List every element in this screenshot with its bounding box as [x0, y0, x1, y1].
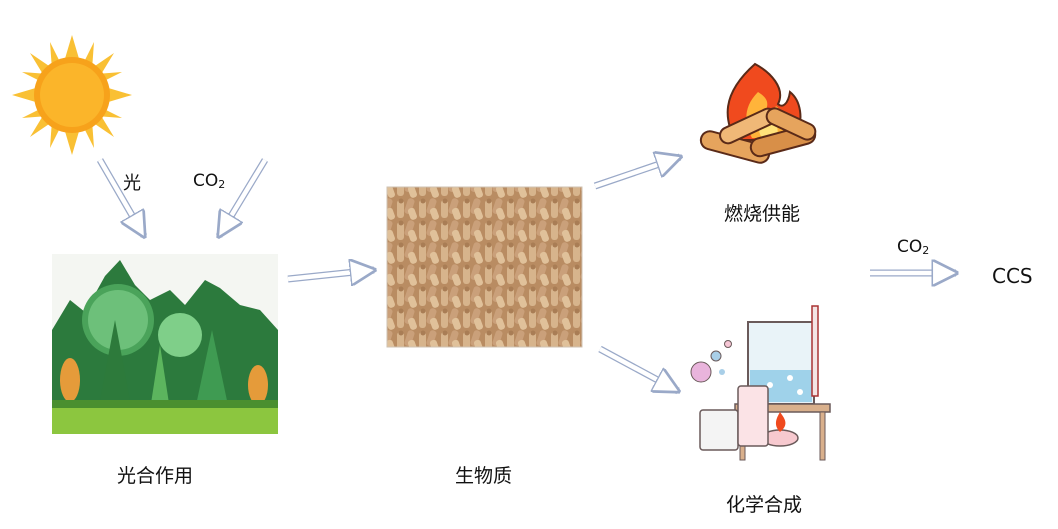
- arrow-biomass-to-combustion: [593, 157, 680, 190]
- co2-output-label: CO2: [897, 237, 929, 257]
- biomass-label: 生物质: [455, 465, 513, 487]
- co2-input-label: CO2: [193, 171, 225, 191]
- wood-pellets-image: [386, 186, 583, 348]
- co2-output-subscript: 2: [922, 244, 930, 257]
- co2-input-subscript: 2: [218, 178, 226, 191]
- lab-glassware-icon: [690, 305, 831, 461]
- arrow-light-to-forest: [96, 158, 148, 236]
- sun-icon: [12, 35, 132, 155]
- co2-input-text: CO: [193, 171, 219, 191]
- campfire-icon: [699, 62, 817, 164]
- co2-output-text: CO: [897, 237, 923, 257]
- arrow-biomass-to-synthesis: [598, 345, 678, 395]
- chemical-synthesis-label: 化学合成: [726, 494, 803, 516]
- light-label: 光: [123, 173, 141, 194]
- photosynthesis-label: 光合作用: [117, 465, 194, 487]
- ccs-label: CCS: [992, 264, 1033, 288]
- combustion-label: 燃烧供能: [724, 203, 801, 225]
- arrow-co2-to-forest: [216, 158, 268, 236]
- arrow-forest-to-biomass: [287, 270, 374, 279]
- forest-image: [52, 254, 278, 434]
